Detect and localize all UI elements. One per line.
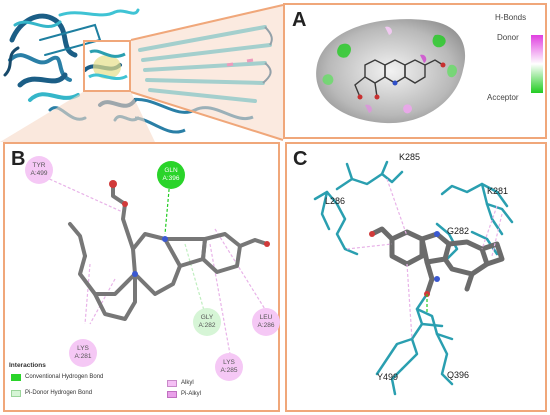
legend-label-pi-alkyl: Pi-Alkyl [181,391,202,397]
hbond-legend: H-Bonds Donor Acceptor [487,11,547,111]
legend-donor-label: Donor [497,33,519,42]
legend-label-pi-donor: Pi-Donor Hydrogen Bond [25,390,93,396]
residue-id: A:499 [30,170,48,177]
legend-title: H-Bonds [495,13,527,22]
hbond-color-bar [531,35,543,93]
residue-id: A:281 [74,353,92,360]
residue-name: LYS [223,359,235,366]
residue-id: A:286 [257,322,275,329]
protein-ribbon-image [3,8,140,122]
protein-overview [0,0,140,145]
legend-heading: Interactions [9,362,46,369]
interaction-2d-diagram [44,176,270,355]
residue-label-k281: K281 [487,186,509,196]
legend-acceptor-label: Acceptor [487,93,519,102]
3d-interaction-image [313,160,514,396]
residue-id: A:396 [162,175,180,182]
panel-a: A H-Bonds [283,3,547,139]
residue-label-g282: G282 [447,226,470,236]
binding-pocket-highlight [83,40,131,92]
residue-node-lys285: LYS A:285 [215,353,243,381]
legend-swatch-pi-donor [11,390,21,397]
residue-label-l286: L286 [325,196,346,206]
residue-node-leu286: LEU A:286 [252,308,280,336]
interactions-legend: Interactions Conventional Hydrogen Bond … [9,360,229,410]
surface-image [316,19,466,124]
residue-node-gly282: GLY A:282 [193,308,221,336]
legend-swatch-conventional [11,374,21,381]
panel-c: C [285,142,547,412]
legend-label-alkyl: Alkyl [181,380,194,386]
panel-c-label: C [293,148,308,170]
residue-name: LYS [77,345,89,352]
residue-label-q396: Q396 [447,370,470,380]
legend-swatch-pi-alkyl [167,391,177,398]
panel-a-label: A [292,9,307,31]
residue-node-tyr499: TYR A:499 [25,156,53,184]
residue-node-gln396: GLN A:396 [157,161,185,189]
residue-name: GLN [164,167,178,174]
residue-label-k285: K285 [399,152,421,162]
legend-label-conventional: Conventional Hydrogen Bond [25,374,104,380]
panel-b: B TYR [3,142,280,412]
residue-name: TYR [32,162,46,169]
residue-id: A:285 [220,367,238,374]
legend-swatch-alkyl [167,380,177,387]
residue-name: GLY [200,314,214,321]
residue-name: LEU [259,314,273,321]
residue-label-y499: Y499 [377,372,399,382]
residue-id: A:282 [198,322,216,329]
residue-node-lys281: LYS A:281 [69,339,97,367]
panel-b-label: B [11,148,26,170]
